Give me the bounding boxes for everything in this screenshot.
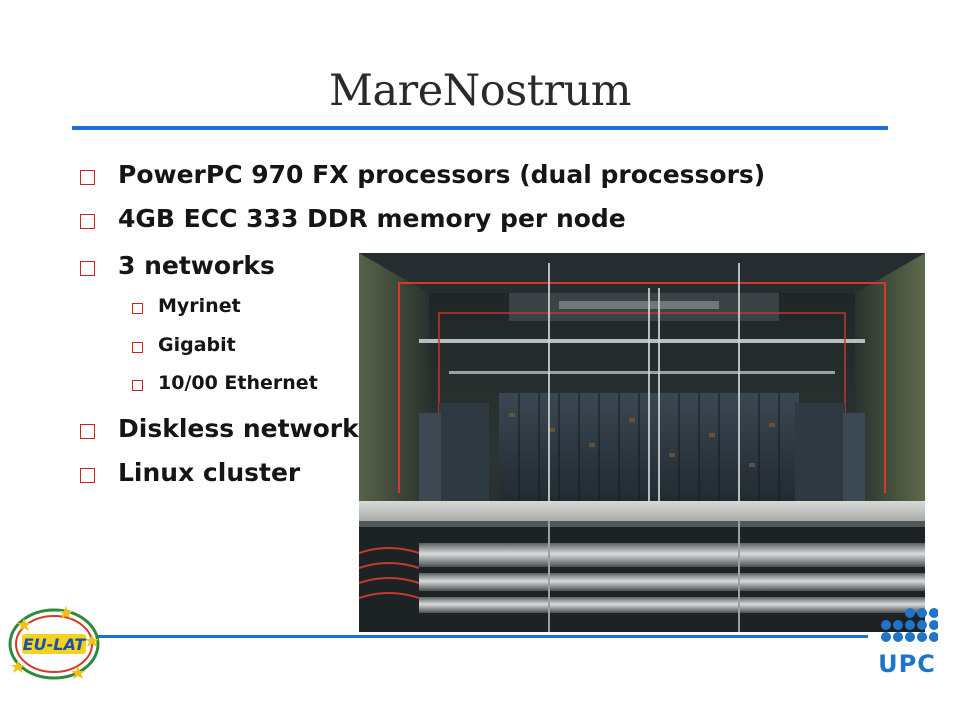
bullet-item: PowerPC 970 FX processors (dual processo… [80, 160, 766, 189]
bullet-text: 3 networks [118, 251, 275, 280]
bullet-text: 10/00 Ethernet [158, 372, 318, 394]
sub-bullet-item: 10/00 Ethernet [132, 372, 318, 394]
eu-lat-logo: EU-LAT [8, 606, 100, 680]
slide-title: MareNostrum [328, 66, 632, 116]
sub-bullet-item: Gigabit [132, 334, 236, 356]
title-divider [72, 126, 888, 130]
eu-lat-logo-text: EU-LAT [23, 635, 87, 654]
bullet-text: Linux cluster [118, 458, 301, 487]
sub-bullet-item: Myrinet [132, 295, 241, 317]
bullet-square-icon [132, 380, 143, 391]
bullet-item: 3 networks [80, 251, 275, 280]
bullet-text: PowerPC 970 FX processors (dual processo… [118, 160, 766, 189]
bullet-text: 4GB ECC 333 DDR memory per node [118, 204, 626, 233]
bullet-square-icon [80, 424, 95, 439]
machine-room-photo [359, 253, 925, 632]
bullet-item: Linux cluster [80, 458, 301, 487]
bullet-square-icon [132, 342, 143, 353]
bullet-text: Gigabit [158, 334, 236, 356]
bullet-square-icon [132, 303, 143, 314]
bullet-text: Myrinet [158, 295, 241, 317]
bullet-square-icon [80, 214, 95, 229]
bullet-square-icon [80, 170, 95, 185]
bullet-item: 4GB ECC 333 DDR memory per node [80, 204, 626, 233]
upc-logo-text: UPC [878, 650, 936, 678]
bullet-square-icon [80, 261, 95, 276]
bullet-square-icon [80, 468, 95, 483]
upc-logo [881, 608, 938, 642]
footer-divider [96, 635, 868, 638]
